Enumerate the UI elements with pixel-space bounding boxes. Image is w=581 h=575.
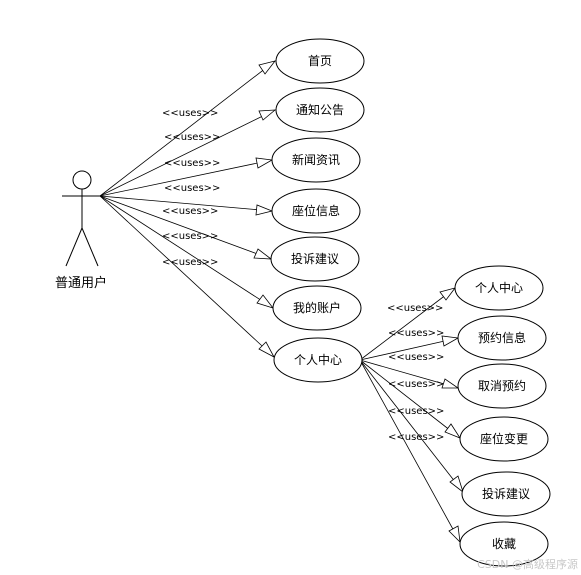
use-case-label: 个人中心 [475,280,523,295]
sub-use-case-favorites: 收藏 [459,521,549,567]
arrowhead-sub-cancel-reservation [441,378,460,389]
edge-sub-personal-center [359,287,456,361]
arrowhead-sub-seat-change [444,423,462,439]
arrowhead-my-account [256,294,275,309]
edge-sub-favorites [359,359,461,543]
use-case-home: 首页 [275,38,365,84]
uses-label: <<uses>> [162,257,218,268]
uses-label: <<uses>> [388,352,444,363]
arrowhead-seat-info [255,204,274,216]
use-case-ellipse [273,337,363,383]
use-case-ellipse [271,137,361,183]
arrowhead-personal-center [258,341,275,358]
uses-label: <<uses>> [387,303,443,314]
use-case-ellipse [459,521,549,567]
use-case-seat-info: 座位信息 [271,188,361,234]
arrowhead-sub-favorites [448,525,461,544]
use-case-ellipse [275,38,365,84]
edge-seat-info [99,195,273,212]
arrowhead-notice [258,109,277,121]
uses-label: <<uses>> [388,406,444,417]
use-case-label: 座位信息 [292,203,340,218]
edge-sub-cancel-reservation [359,359,459,389]
edge-sub-reservation-info [359,337,459,361]
use-case-ellipse [457,363,547,409]
uses-label: <<uses>> [164,183,220,194]
sub-uses-labels: <<uses>> <<uses>> <<uses>> <<uses>> <<us… [387,303,444,443]
use-case-label: 投诉建议 [291,251,339,266]
use-case-label: 预约信息 [478,330,526,345]
arrowhead-news [255,157,274,169]
use-case-ellipse [270,236,360,282]
sub-use-case-personal-center: 个人中心 [454,265,544,311]
edge-sub-seat-change [359,359,461,439]
edge-complaint [99,195,272,260]
use-case-ellipse [275,87,365,133]
arrowhead-home [258,60,277,75]
actor-left-leg [65,227,83,267]
edge-notice [99,109,276,197]
use-case-news: 新闻资讯 [271,137,361,183]
use-case-label: 新闻资讯 [292,152,340,167]
use-case-my-account: 我的账户 [272,285,362,331]
actor-head [72,170,92,190]
use-case-ellipse [272,285,362,331]
edge-sub-complaint [359,359,464,493]
sub-use-case-reservation-info: 预约信息 [457,315,547,361]
actor-edges [99,60,277,358]
edge-home [99,60,276,197]
use-case-label: 收藏 [492,537,516,551]
actor-uses-labels: <<uses>> <<uses>> <<uses>> <<uses>> <<us… [162,108,220,268]
use-case-label: 取消预约 [478,378,526,393]
use-case-notice: 通知公告 [275,87,365,133]
sub-use-case-seat-change: 座位变更 [459,416,549,462]
actor-figure [62,170,102,267]
use-case-ellipse [271,188,361,234]
use-case-ellipse [459,416,549,462]
edge-news [99,159,273,197]
uses-label: <<uses>> [162,206,218,217]
use-case-label: 投诉建议 [482,486,530,501]
sub-use-case-complaint: 投诉建议 [461,471,551,517]
use-case-personal-center: 个人中心 [273,337,363,383]
uses-label: <<uses>> [388,328,444,339]
actor-right-leg [81,227,99,267]
use-case-label: 座位变更 [480,431,528,446]
uses-label: <<uses>> [164,158,220,169]
use-case-complaint: 投诉建议 [270,236,360,282]
uses-label: <<uses>> [388,379,444,390]
uses-label: <<uses>> [164,132,220,143]
arrowhead-sub-complaint [449,475,464,494]
use-case-ellipse [454,265,544,311]
use-case-label: 通知公告 [296,103,344,117]
watermark: CSDN @高级程序源 [477,557,578,571]
arrowhead-complaint [253,248,273,260]
actor-label: 普通用户 [55,275,107,291]
uses-label: <<uses>> [162,231,218,242]
use-case-label: 我的账户 [293,300,341,315]
edge-personal-center [99,195,275,358]
arrowhead-sub-personal-center [439,287,457,301]
use-case-ellipse [461,471,551,517]
uses-label: <<uses>> [388,432,444,443]
arrowhead-sub-reservation-info [441,335,460,347]
uses-label: <<uses>> [162,108,218,119]
use-case-label: 个人中心 [294,352,342,367]
use-case-ellipse [457,315,547,361]
sub-edges [359,287,464,544]
sub-use-case-cancel-reservation: 取消预约 [457,363,547,409]
edge-my-account [99,195,274,309]
use-case-label: 首页 [308,54,332,68]
